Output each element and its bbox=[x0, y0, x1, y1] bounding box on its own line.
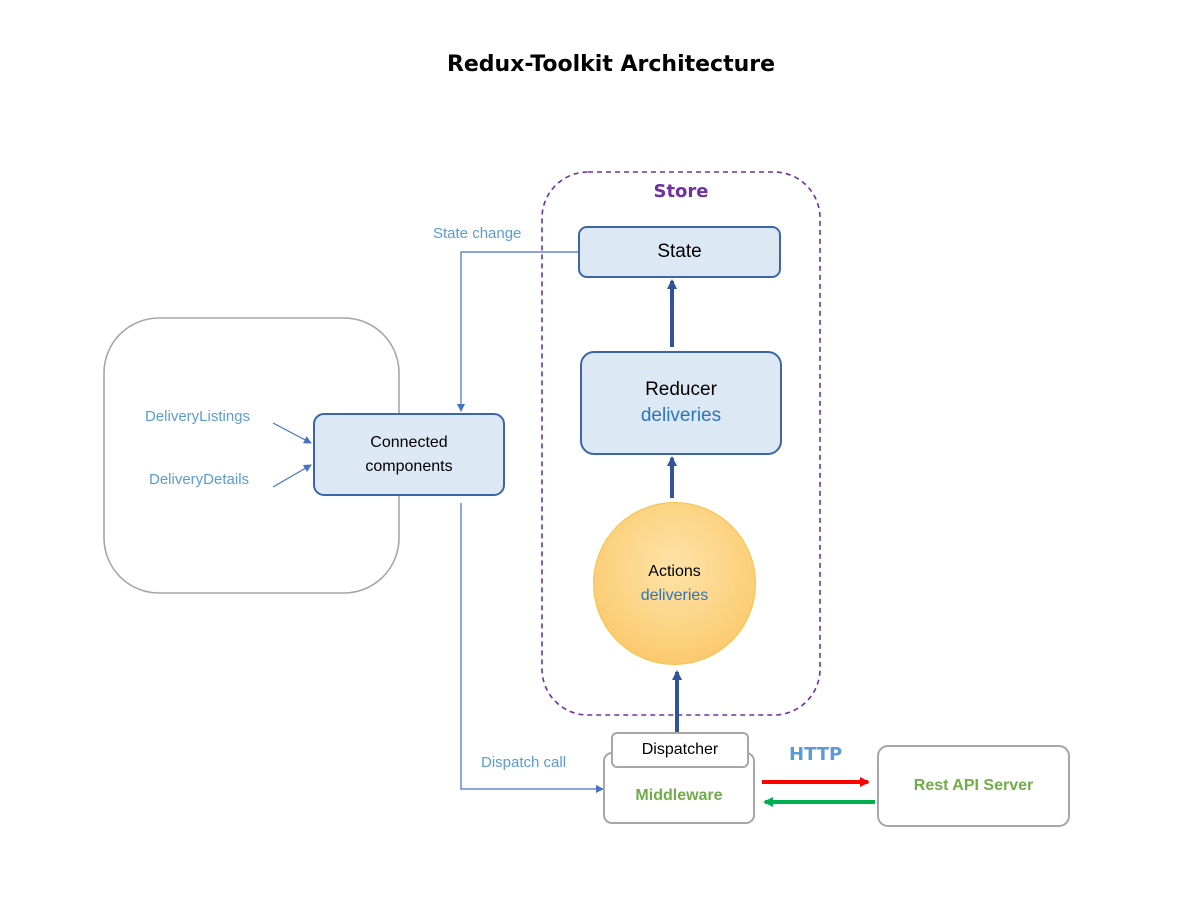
dispatcher-label: Dispatcher bbox=[641, 741, 719, 758]
actions-sublabel: deliveries bbox=[640, 586, 709, 604]
state-change-connector bbox=[457, 251, 579, 412]
state-change-label: State change bbox=[433, 225, 522, 242]
delivery-listings-label: DeliveryListings bbox=[145, 408, 251, 425]
diagram-title: Redux-Toolkit Architecture bbox=[446, 52, 776, 77]
rest-api-server-box: Rest API Server bbox=[877, 745, 1070, 827]
connected-label-line2: components bbox=[365, 457, 453, 475]
connected-label-line1: Connected bbox=[370, 433, 448, 451]
details-pointer bbox=[272, 464, 312, 488]
reducer-sublabel: deliveries bbox=[640, 405, 722, 426]
dispatch-call-connector bbox=[460, 503, 604, 793]
connected-components-box: Connected components bbox=[313, 413, 505, 496]
reducer-box: Reducer deliveries bbox=[580, 351, 782, 455]
dispatch-call-label: Dispatch call bbox=[481, 754, 567, 771]
reducer-label: Reducer bbox=[645, 379, 717, 400]
state-box: State bbox=[578, 226, 781, 278]
state-label: State bbox=[657, 241, 702, 262]
middleware-label: Middleware bbox=[635, 787, 723, 804]
store-label: Store bbox=[653, 181, 709, 202]
http-label: HTTP bbox=[789, 744, 843, 765]
rest-api-server-label: Rest API Server bbox=[913, 777, 1034, 794]
listings-pointer bbox=[272, 422, 312, 444]
store-container bbox=[541, 171, 821, 716]
actions-label: Actions bbox=[648, 562, 701, 580]
dispatcher-box: Dispatcher bbox=[611, 732, 749, 768]
actions-circle: Actions deliveries bbox=[593, 502, 756, 665]
delivery-details-label: DeliveryDetails bbox=[149, 471, 250, 488]
